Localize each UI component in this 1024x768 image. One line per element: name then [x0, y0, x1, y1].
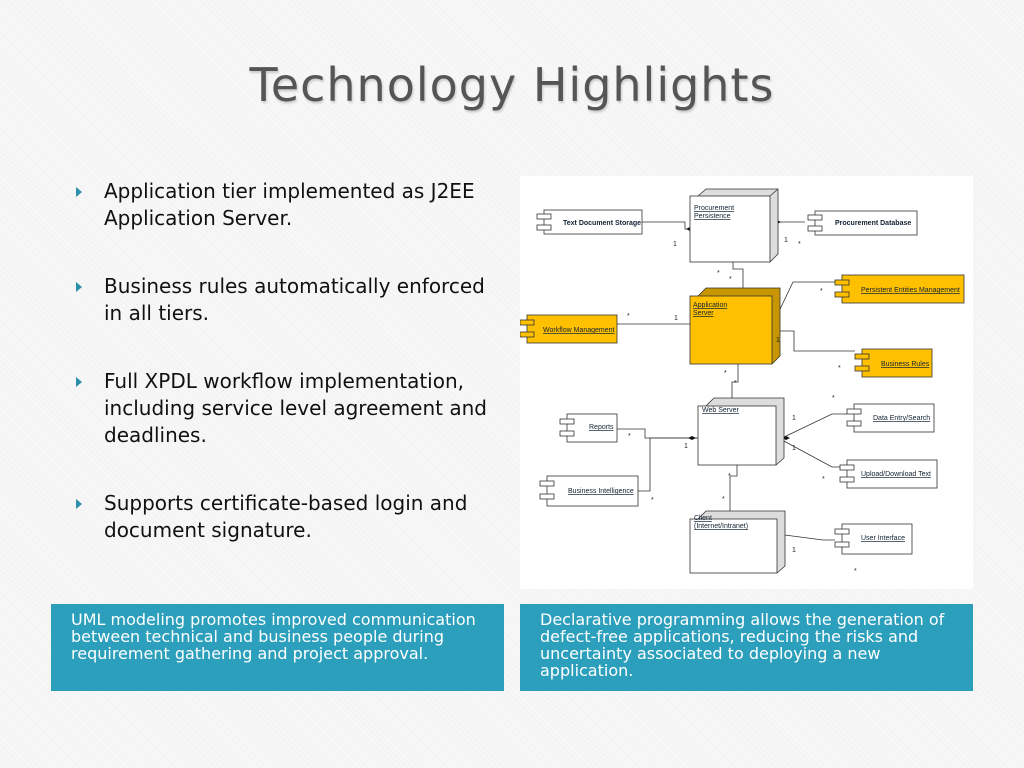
multiplicity-label: * — [729, 276, 732, 283]
component-business-rules: Business Rules — [854, 348, 933, 378]
component-reports: Reports — [559, 413, 618, 443]
multiplicity-label: 1 — [792, 445, 796, 452]
multiplicity-label: 1 — [784, 237, 788, 244]
node-web-server: Web Server — [697, 397, 785, 466]
node-label: Client(Internet/Intranet) — [694, 515, 748, 530]
component-label: Reports — [589, 424, 614, 431]
component-persistent-entities-management: Persistent Entities Management — [834, 274, 965, 304]
multiplicity-label: 1 — [684, 443, 688, 450]
bullet-list: Application tier implemented as J2EE App… — [76, 178, 496, 585]
multiplicity-label: * — [651, 497, 654, 504]
component-business-intelligence: Business Intelligence — [539, 475, 639, 507]
bullet-text: Application tier implemented as J2EE App… — [104, 179, 475, 230]
multiplicity-label: * — [822, 476, 825, 483]
component-label: Business Intelligence — [568, 488, 634, 495]
component-upload-download-text: Upload/Download Text — [839, 459, 938, 489]
multiplicity-label: 1 — [674, 315, 678, 322]
component-procurement-database: Procurement Database — [807, 210, 918, 236]
multiplicity-label: 1 — [792, 415, 796, 422]
bullet-text: Supports certificate-based login and doc… — [104, 491, 468, 542]
bullet-item: Application tier implemented as J2EE App… — [76, 178, 496, 232]
component-user-interface: User Interface — [834, 523, 913, 555]
callout-uml-modeling: UML modeling promotes improved communica… — [51, 604, 504, 691]
bullet-item: Supports certificate-based login and doc… — [76, 490, 496, 544]
multiplicity-label: * — [820, 288, 823, 295]
bullet-item: Full XPDL workflow implementation, inclu… — [76, 368, 496, 449]
multiplicity-label: * — [717, 270, 720, 277]
component-data-entry-search: Data Entry/Search — [846, 403, 935, 433]
multiplicity-label: * — [832, 395, 835, 402]
node-client: Client(Internet/Intranet) — [689, 510, 786, 574]
node-label: Web Server — [702, 407, 739, 414]
multiplicity-label: 1 — [776, 337, 780, 344]
component-label: Procurement Database — [835, 220, 911, 227]
multiplicity-label: 1 — [792, 547, 796, 554]
bullet-arrow-icon — [76, 187, 82, 197]
bullet-text: Full XPDL workflow implementation, inclu… — [104, 369, 487, 447]
bullet-item: Business rules automatically enforced in… — [76, 273, 496, 327]
bullet-arrow-icon — [76, 282, 82, 292]
component-label: User Interface — [861, 535, 905, 542]
multiplicity-label: * — [854, 568, 857, 575]
multiplicity-label: * — [724, 370, 727, 377]
component-workflow-management: Workflow Management — [520, 314, 618, 344]
multiplicity-label: * — [627, 313, 630, 320]
bullet-text: Business rules automatically enforced in… — [104, 274, 485, 325]
multiplicity-label: * — [734, 380, 737, 387]
bullet-arrow-icon — [76, 377, 82, 387]
component-label: Business Rules — [881, 361, 930, 368]
multiplicity-label: * — [728, 473, 731, 480]
bullet-arrow-icon — [76, 499, 82, 509]
multiplicity-label: * — [838, 365, 841, 372]
callout-declarative-programming: Declarative programming allows the gener… — [520, 604, 973, 691]
component-label: Upload/Download Text — [861, 471, 931, 478]
component-label: Data Entry/Search — [873, 415, 930, 422]
component-label: Persistent Entities Management — [861, 287, 960, 294]
slide-title: Technology Highlights — [249, 58, 775, 112]
multiplicity-label: * — [628, 433, 631, 440]
component-label: Text Document Storage — [563, 220, 641, 227]
multiplicity-label: 1 — [673, 241, 677, 248]
component-label: Workflow Management — [543, 327, 615, 334]
component-text-document-storage: Text Document Storage — [536, 209, 643, 235]
multiplicity-label: * — [722, 496, 725, 503]
multiplicity-label: * — [798, 241, 801, 248]
